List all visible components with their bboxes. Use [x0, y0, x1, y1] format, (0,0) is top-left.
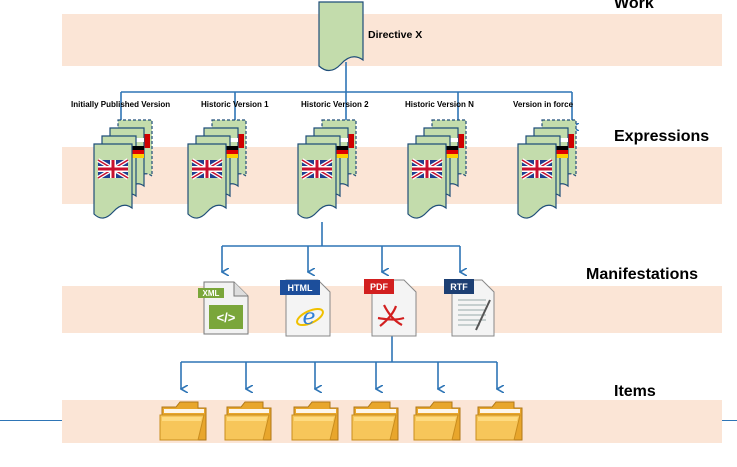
format-label: HTML	[288, 283, 313, 293]
level-label-manifestations: Manifestations	[586, 266, 699, 283]
item-folder-icon	[413, 401, 461, 441]
version-label: Version in force	[513, 100, 574, 109]
level-label-expressions: Expressions	[614, 128, 710, 145]
item-folder-icon	[291, 401, 339, 441]
work-document-icon	[318, 1, 364, 72]
work-document-label: Directive X	[368, 29, 423, 41]
rtf-file-icon: RTF	[444, 279, 495, 337]
format-label: PDF	[370, 282, 389, 292]
xml-file-icon: XML </>	[198, 281, 249, 335]
expression-document-stack-icon	[94, 120, 152, 218]
bottom-rule	[722, 420, 737, 421]
work-to-expression-connectors	[121, 62, 572, 127]
html-file-icon: HTML e	[280, 279, 331, 337]
expression-document-stack-icon	[518, 120, 576, 218]
format-label: RTF	[450, 282, 468, 292]
level-label-items: Items	[614, 383, 656, 400]
expression-document-stack-icon	[298, 120, 356, 218]
item-folder-icon	[475, 401, 523, 441]
pdf-file-icon: PDF	[364, 279, 417, 337]
item-folder-icon	[159, 401, 207, 441]
expression-document-stack-icon	[188, 120, 246, 218]
level-label-work: Work	[614, 0, 654, 12]
expressions-band	[62, 147, 722, 204]
bottom-rule	[0, 420, 62, 421]
expression-to-manifestation-connectors	[222, 222, 460, 272]
format-label: XML	[203, 289, 220, 298]
version-label: Historic Version N	[405, 100, 474, 109]
svg-text:e: e	[302, 305, 315, 330]
item-folder-icon	[224, 401, 272, 441]
version-label: Historic Version 2	[301, 100, 369, 109]
version-label: Initially Published Version	[71, 100, 171, 109]
work-band	[62, 14, 722, 66]
svg-text:</>: </>	[217, 310, 236, 325]
expression-document-stack-icon	[408, 120, 466, 218]
item-folder-icon	[351, 401, 399, 441]
manifestation-to-item-connectors	[181, 333, 497, 389]
version-label: Historic Version 1	[201, 100, 269, 109]
